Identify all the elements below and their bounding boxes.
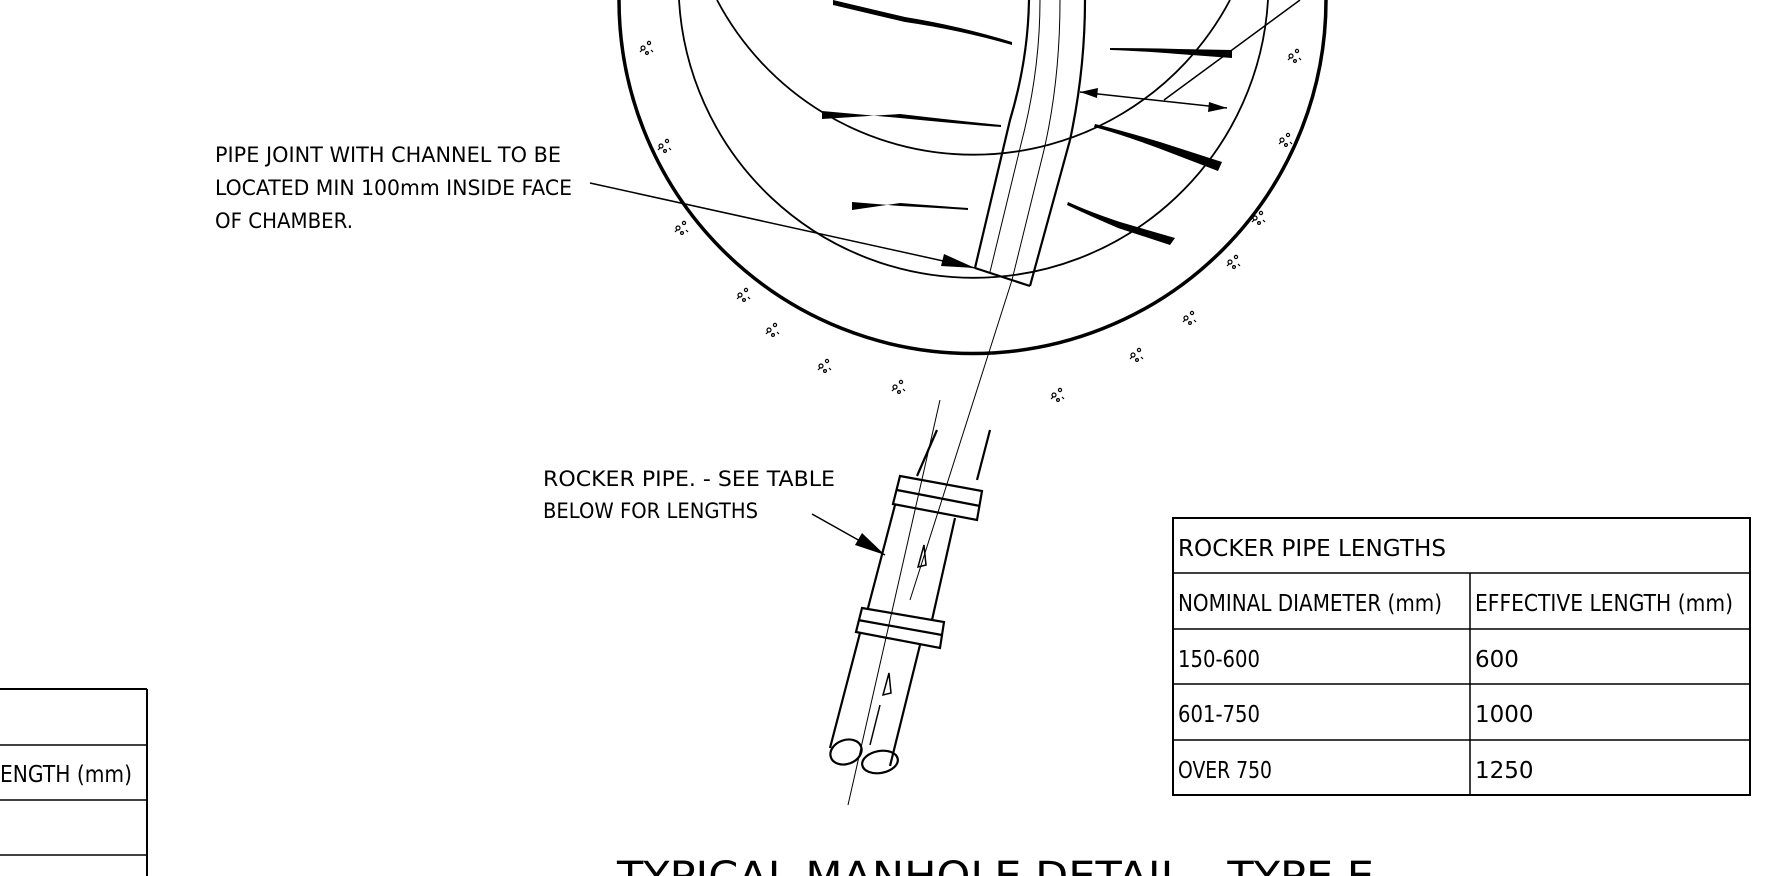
concrete-aggregate-hatching — [639, 40, 1302, 402]
benching-ring — [678, 0, 1269, 279]
pipe-joint-note: PIPE JOINT WITH CHANNEL TO BE LOCATED MI… — [215, 143, 572, 233]
pipe-joint-note-line-3: OF CHAMBER. — [215, 209, 353, 233]
left-table-partial: ENGTH (mm) — [0, 688, 148, 876]
benching-mark-5 — [1094, 124, 1222, 171]
table-cell: 150-600 — [1178, 647, 1260, 673]
channel-pipe — [973, 0, 1087, 288]
pipe-joint-leader — [589, 182, 976, 269]
pipe-joint-note-line-2: LOCATED MIN 100mm INSIDE FACE — [215, 176, 572, 200]
table-header-effective-length: EFFECTIVE LENGTH (mm) — [1475, 591, 1733, 617]
benching-mark-4 — [1110, 48, 1232, 58]
pipe-joint-arrowhead — [941, 254, 975, 268]
benching-mark-3 — [852, 202, 968, 210]
inner-face-ring — [716, 0, 1231, 156]
drawing-title: TYPICAL MANHOLE DETAIL - TYPE E — [616, 854, 1374, 876]
rocker-pipe-right-wall — [975, 429, 992, 481]
rocker-pipe-note-line-1: ROCKER PIPE. - SEE TABLE — [543, 467, 835, 491]
pipe-end-right — [861, 749, 899, 775]
pipe-centreline — [847, 279, 1013, 806]
rocker-collar-1 — [891, 474, 984, 522]
rocker-pipe-lengths-table: ROCKER PIPE LENGTHS NOMINAL DIAMETER (mm… — [1172, 517, 1751, 796]
table-cell: 600 — [1475, 647, 1519, 673]
channel-left-wall — [973, 0, 1031, 269]
channel-right-wall — [1028, 0, 1087, 287]
rocker-pipe — [828, 279, 1013, 806]
table-header-nominal-diameter: NOMINAL DIAMETER (mm) — [1178, 591, 1442, 617]
manhole-chamber — [617, 0, 1328, 402]
pipe-joint-note-line-1: PIPE JOINT WITH CHANNEL TO BE — [215, 143, 561, 167]
rocker-pipe-note-line-2: BELOW FOR LENGTHS — [543, 499, 758, 523]
channel-end — [974, 266, 1031, 288]
table-cell: 601-750 — [1178, 702, 1260, 728]
flow-arrow-2 — [881, 672, 892, 697]
table-title: ROCKER PIPE LENGTHS — [1178, 536, 1446, 562]
rocker-pipe-note: ROCKER PIPE. - SEE TABLE BELOW FOR LENGT… — [543, 467, 835, 523]
channel-inner-line-2 — [1011, 0, 1061, 281]
table-cell: OVER 750 — [1178, 758, 1272, 784]
benching-flow-marks — [822, 0, 1232, 245]
outer-wall-ring — [617, 0, 1328, 356]
channel-inner-line — [989, 0, 1041, 273]
benching-mark-6 — [1067, 202, 1175, 245]
rocker-pipe-left-wall — [915, 429, 939, 477]
leaders — [589, 182, 976, 556]
clearance-dimension — [1079, 0, 1301, 112]
table-cell: 1000 — [1475, 702, 1534, 728]
rocker-collar-2 — [854, 606, 946, 650]
rocker-pipe-arrowhead — [855, 533, 885, 555]
benching-mark-1 — [833, 0, 1012, 45]
table-cell: 1250 — [1475, 758, 1534, 784]
benching-mark-2 — [822, 111, 1001, 127]
left-table-header-fragment: ENGTH (mm) — [0, 762, 132, 788]
downstream-pipe — [828, 632, 922, 767]
flow-arrow-1 — [916, 544, 927, 569]
